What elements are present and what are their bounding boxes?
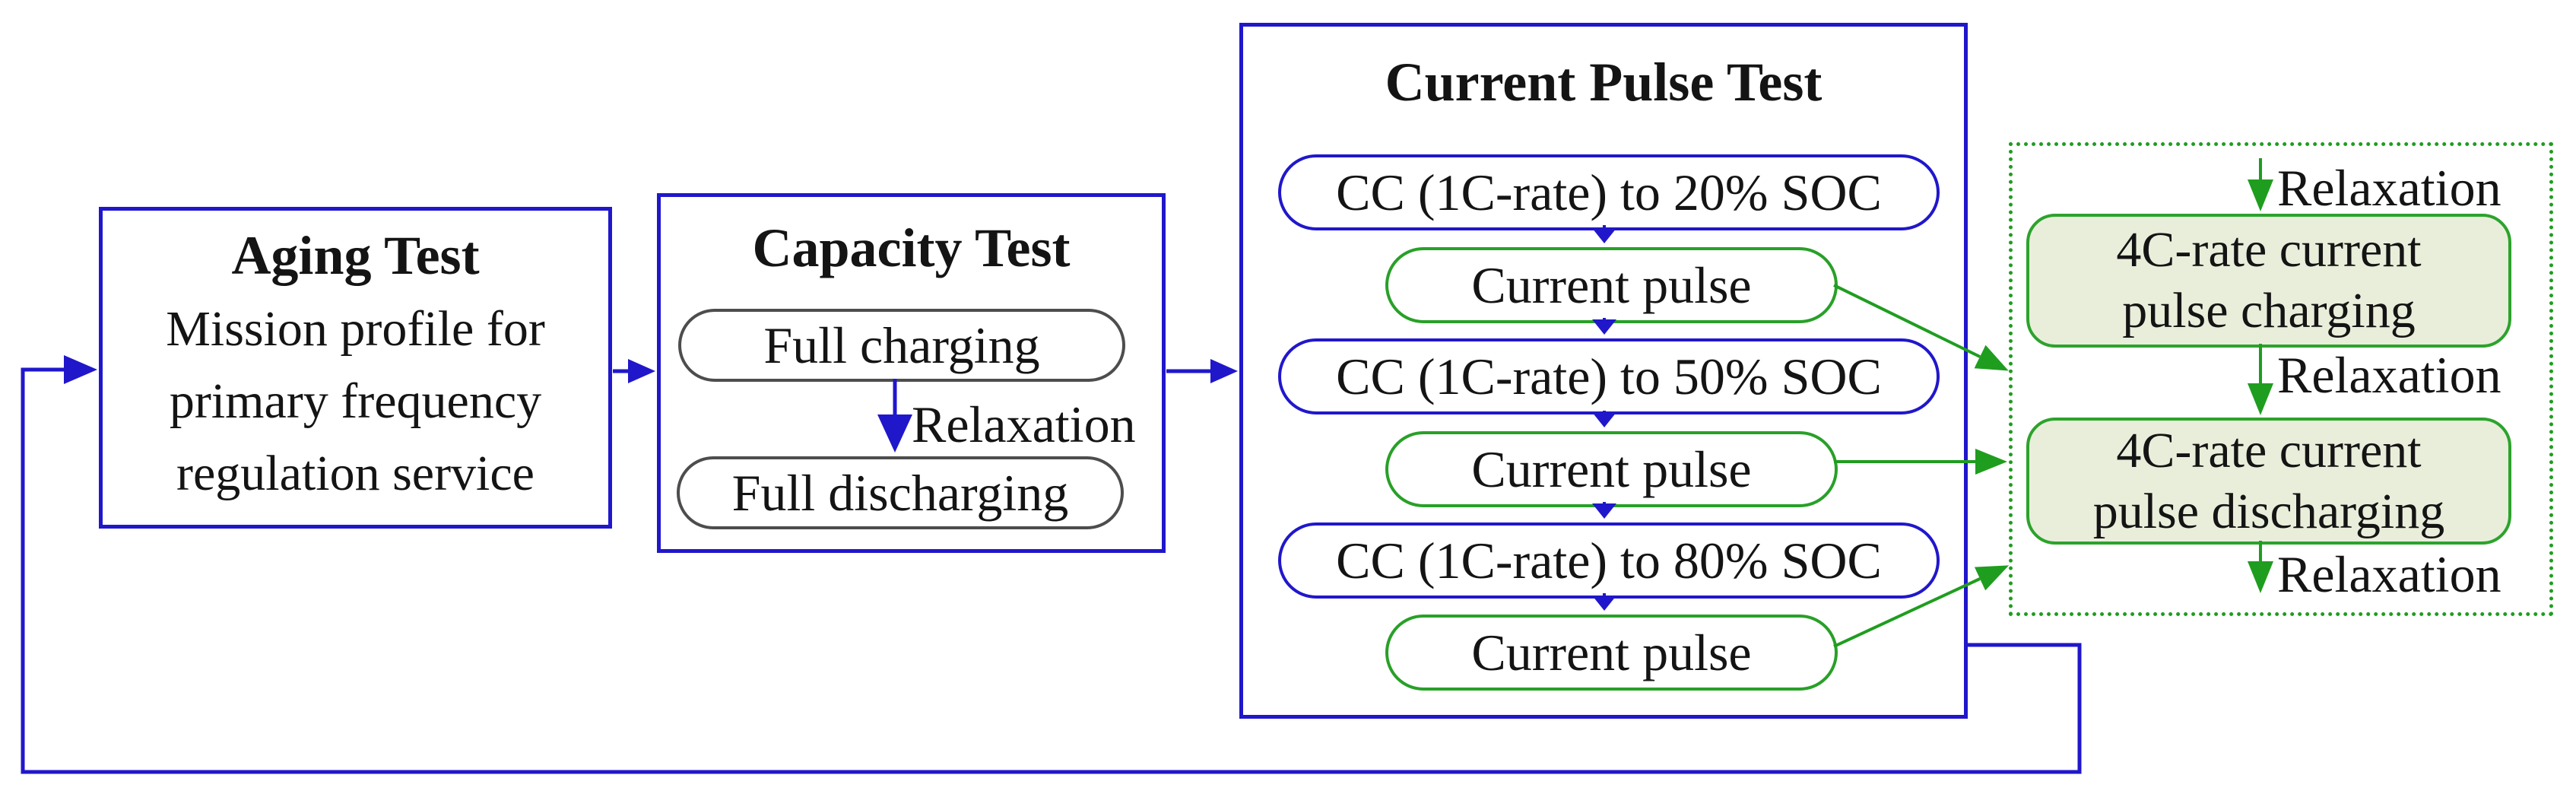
- aging-test-title: Aging Test: [231, 225, 480, 287]
- pulse-charging-line-1: 4C-rate current: [2116, 222, 2422, 278]
- current-pulse-test-box: Current Pulse Test CC (1C-rate) to 20% S…: [1239, 23, 1968, 719]
- capacity-relaxation-label: Relaxation: [912, 395, 1136, 453]
- pulse-detail-relaxation-label-2: Relaxation: [2277, 346, 2501, 404]
- cc-to-20-soc-label: CC (1C-rate) to 20% SOC: [1336, 163, 1882, 221]
- current-pulse-test-title: Current Pulse Test: [1385, 52, 1823, 113]
- pulse-charging-line-2: pulse charging: [2122, 283, 2416, 338]
- full-discharging-label: Full discharging: [731, 463, 1069, 522]
- full-charging-label: Full charging: [763, 316, 1040, 374]
- cc-to-80-soc-label: CC (1C-rate) to 80% SOC: [1336, 531, 1882, 589]
- pulse-discharging-line-2: pulse discharging: [2092, 483, 2445, 539]
- current-pulse-step-3: Current pulse: [1385, 615, 1838, 691]
- cc-to-20-soc-step: CC (1C-rate) to 20% SOC: [1278, 154, 1940, 230]
- full-discharging-step: Full discharging: [677, 456, 1124, 529]
- pulse-discharging-line-1: 4C-rate current: [2116, 422, 2422, 478]
- pulse-discharging-box: 4C-rate current pulse discharging: [2026, 418, 2511, 545]
- pulse-detail-relaxation-label-1: Relaxation: [2277, 159, 2501, 217]
- current-pulse-label-2: Current pulse: [1471, 440, 1752, 498]
- current-pulse-step-1: Current pulse: [1385, 247, 1838, 323]
- cc-to-80-soc-step: CC (1C-rate) to 80% SOC: [1278, 522, 1940, 599]
- current-pulse-step-2: Current pulse: [1385, 431, 1838, 507]
- capacity-test-title: Capacity Test: [752, 218, 1071, 278]
- pulse-detail-relaxation-label-3: Relaxation: [2277, 545, 2501, 603]
- aging-test-line-1: Mission profile for: [166, 300, 545, 357]
- current-pulse-label-1: Current pulse: [1471, 256, 1752, 314]
- aging-test-box: Aging Test Mission profile for primary f…: [99, 207, 612, 529]
- pulse-detail-dotted-box: Relaxation 4C-rate current pulse chargin…: [2009, 142, 2553, 616]
- cc-to-50-soc-label: CC (1C-rate) to 50% SOC: [1336, 347, 1882, 405]
- pulse-charging-box: 4C-rate current pulse charging: [2026, 214, 2511, 348]
- capacity-test-box: Capacity Test Full charging Relaxation F…: [657, 193, 1166, 553]
- cc-to-50-soc-step: CC (1C-rate) to 50% SOC: [1278, 338, 1940, 414]
- aging-test-line-2: primary frequency: [169, 373, 542, 429]
- full-charging-step: Full charging: [678, 309, 1125, 382]
- current-pulse-label-3: Current pulse: [1471, 623, 1752, 681]
- aging-test-line-3: regulation service: [176, 445, 535, 501]
